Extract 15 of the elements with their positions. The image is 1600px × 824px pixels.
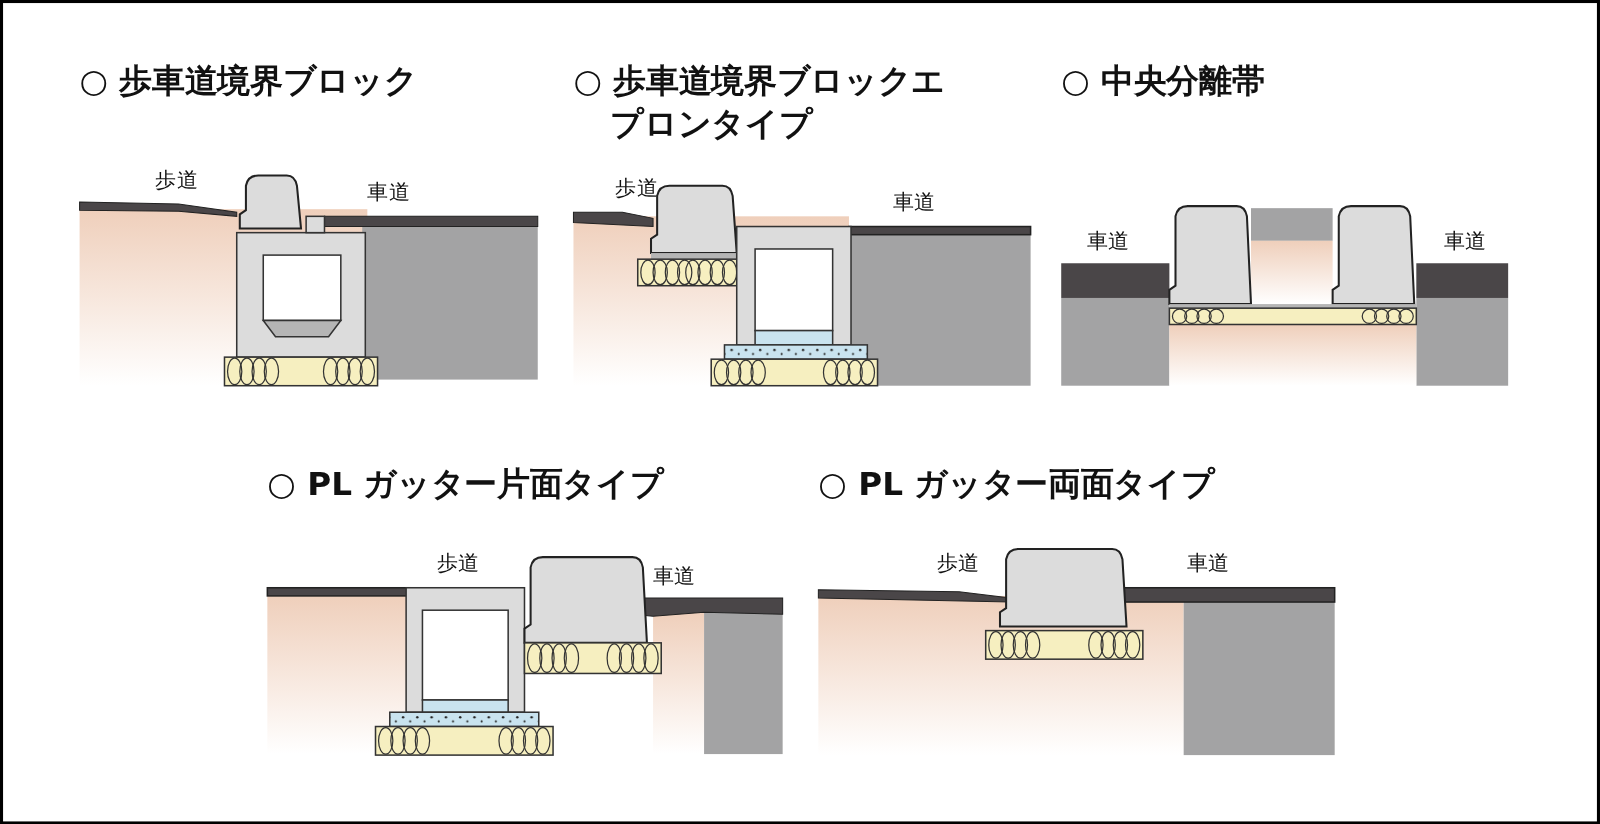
section-heading: ○ 歩車道境界ブロック [79,60,418,102]
area-label: 車道 [1086,227,1130,256]
area-label: 車道 [892,188,936,217]
section-heading: ○ PL ガッター両面タイプ [818,463,1215,506]
area-label: 車道 [367,178,411,207]
area-label: 車道 [1186,550,1230,578]
section-heading: ○ PL ガッター片面タイプ [267,463,664,506]
area-label: 歩道 [936,550,980,578]
area-label: 車道 [653,562,696,590]
section-heading: ○ 歩車道境界ブロックエプロンタイプ [573,60,946,145]
area-label: 車道 [1443,227,1487,256]
area-label: 歩道 [155,166,198,194]
area-label: 歩道 [436,550,480,578]
section-heading: ○ 中央分離帯 [1061,60,1265,102]
area-label: 歩道 [615,174,659,202]
